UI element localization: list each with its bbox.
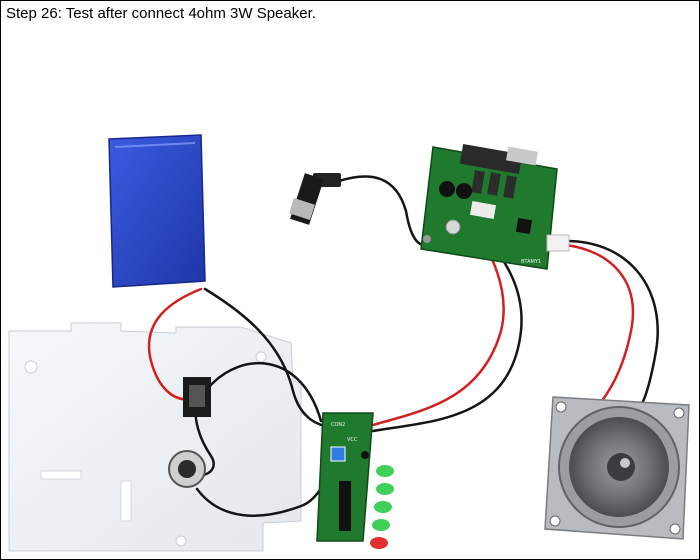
speaker xyxy=(544,396,690,540)
led-board-label-vcc: VCC xyxy=(347,437,358,443)
led-board-label-con2: CON2 xyxy=(331,422,345,428)
audio-jack xyxy=(289,173,341,225)
power-switch xyxy=(183,377,211,417)
led-level-board: CON2 VCC xyxy=(316,412,394,549)
lipo-battery xyxy=(108,134,206,288)
dc-jack xyxy=(168,450,206,488)
step-caption: Step 26: Test after connect 4ohm 3W Spea… xyxy=(6,5,316,22)
bluetooth-board: BTAMY1 xyxy=(420,143,570,270)
acrylic-panel xyxy=(8,322,302,552)
bluetooth-board-label: BTAMY1 xyxy=(521,259,541,265)
